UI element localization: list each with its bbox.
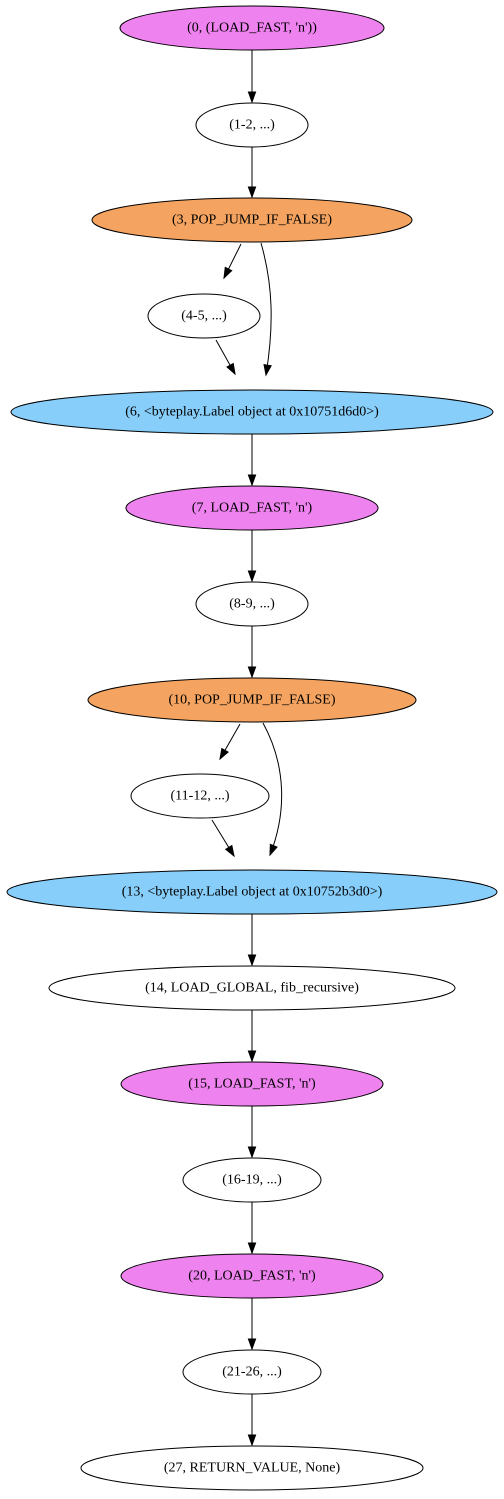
edge-n0-n1 (247, 50, 257, 104)
arrowhead (247, 1338, 257, 1351)
node-ellipse (195, 102, 309, 148)
arrowhead (226, 362, 236, 376)
node-n14: (14, LOAD_GLOBAL, fib_recursive) (48, 965, 456, 1011)
node-label: (27, RETURN_VALUE, None) (164, 1461, 341, 1476)
node-n20: (20, LOAD_FAST, 'n') (120, 1253, 384, 1299)
node-n27: (27, RETURN_VALUE, None) (80, 1445, 424, 1491)
node-ellipse (6, 869, 498, 915)
edge-n7-n8 (247, 530, 257, 583)
node-ellipse (182, 1157, 322, 1203)
edge-n13-n14 (247, 914, 257, 967)
arrowhead (247, 474, 257, 487)
node-ellipse (48, 965, 456, 1011)
node-ellipse (10, 389, 494, 435)
edges-layer (211, 50, 283, 1447)
node-label: (10, POP_JUMP_IF_FALSE) (169, 693, 336, 708)
arrowhead (247, 186, 257, 199)
node-n16: (16-19, ...) (182, 1157, 322, 1203)
edge-n11-n13 (211, 819, 235, 858)
node-n0: (0, (LOAD_FAST, 'n')) (119, 5, 385, 51)
edge-n10-n11 (219, 723, 241, 761)
node-ellipse (120, 1061, 384, 1107)
node-ellipse (87, 677, 417, 723)
node-n6: (6, <byteplay.Label object at 0x10751d6d… (10, 389, 494, 435)
node-ellipse (125, 485, 379, 531)
node-ellipse (120, 1253, 384, 1299)
edge-n3-n4 (223, 243, 242, 280)
node-n4: (4-5, ...) (147, 293, 261, 339)
arrowhead (263, 363, 272, 377)
arrowhead (247, 1050, 257, 1063)
node-label: (1-2, ...) (229, 118, 275, 133)
node-label: (0, (LOAD_FAST, 'n')) (187, 21, 317, 36)
arrowhead (247, 1146, 257, 1159)
nodes-layer: (0, (LOAD_FAST, 'n')) (1-2, ...) (3, POP_J… (6, 5, 498, 1491)
node-label: (7, LOAD_FAST, 'n') (192, 501, 313, 516)
edge-n4-n6 (215, 339, 236, 376)
edge-n6-n7 (247, 434, 257, 487)
node-n11: (11-12, ...) (130, 773, 270, 819)
arrowhead (247, 1242, 257, 1255)
node-ellipse (130, 773, 270, 819)
node-n7: (7, LOAD_FAST, 'n') (125, 485, 379, 531)
edge-n10-n13 (262, 722, 283, 857)
node-label: (3, POP_JUMP_IF_FALSE) (172, 213, 332, 228)
node-n1: (1-2, ...) (195, 102, 309, 148)
node-n15: (15, LOAD_FAST, 'n') (120, 1061, 384, 1107)
node-label: (11-12, ...) (171, 789, 230, 804)
arrowhead (247, 666, 257, 679)
node-n3: (3, POP_JUMP_IF_FALSE) (91, 197, 413, 243)
node-n13: (13, <byteplay.Label object at 0x10752b3… (6, 869, 498, 915)
node-ellipse (195, 581, 309, 627)
arrowhead (224, 844, 235, 858)
node-n8: (8-9, ...) (195, 581, 309, 627)
edge-n16-n20 (247, 1202, 257, 1255)
node-n10: (10, POP_JUMP_IF_FALSE) (87, 677, 417, 723)
edge-line (260, 242, 272, 376)
node-label: (13, <byteplay.Label object at 0x10752b3… (122, 885, 383, 900)
node-label: (6, <byteplay.Label object at 0x10751d6d… (125, 405, 379, 420)
node-label: (20, LOAD_FAST, 'n') (188, 1269, 316, 1284)
node-label: (14, LOAD_GLOBAL, fib_recursive) (145, 981, 359, 996)
node-label: (16-19, ...) (222, 1173, 282, 1188)
node-ellipse (182, 1349, 322, 1395)
edge-n15-n16 (247, 1106, 257, 1159)
node-ellipse (91, 197, 413, 243)
node-label: (8-9, ...) (229, 597, 275, 612)
arrowhead (223, 266, 233, 280)
edge-n1-n3 (247, 147, 257, 199)
node-ellipse (80, 1445, 424, 1491)
arrowhead (247, 91, 257, 104)
node-ellipse (119, 5, 385, 51)
edge-n21-n27 (247, 1394, 257, 1447)
node-label: (15, LOAD_FAST, 'n') (188, 1077, 316, 1092)
arrowhead (247, 570, 257, 583)
edge-n20-n21 (247, 1298, 257, 1351)
arrowhead (269, 843, 278, 857)
arrowhead (247, 1434, 257, 1447)
arrowhead (219, 747, 229, 761)
edge-n3-n6 (260, 242, 272, 377)
node-label: (4-5, ...) (181, 309, 227, 324)
edge-line (262, 722, 283, 856)
node-ellipse (147, 293, 261, 339)
arrowhead (247, 954, 257, 967)
edge-n14-n15 (247, 1010, 257, 1063)
edge-n8-n10 (247, 626, 257, 679)
node-label: (21-26, ...) (222, 1365, 282, 1380)
node-n21: (21-26, ...) (182, 1349, 322, 1395)
